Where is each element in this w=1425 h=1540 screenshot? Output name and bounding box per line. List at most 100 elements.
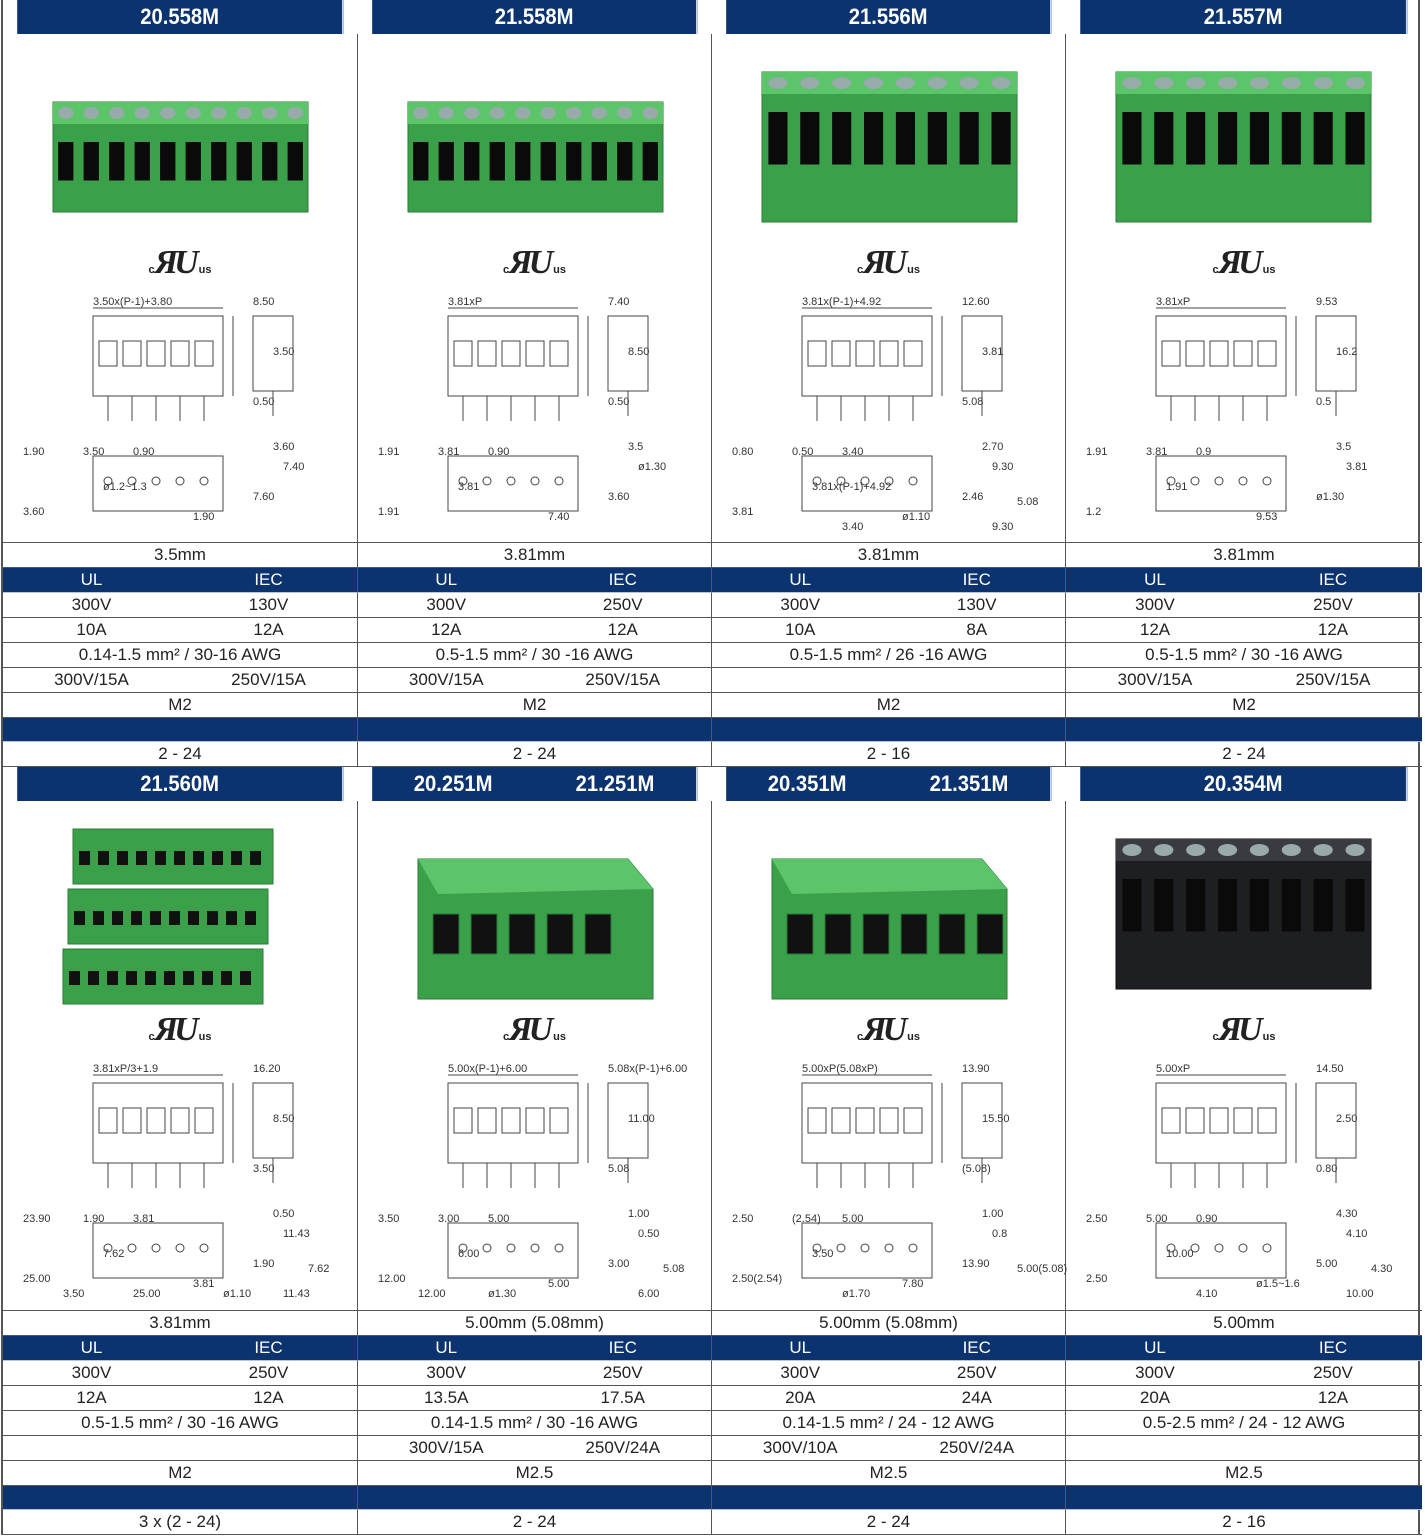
- voltage-row-left: 300V: [426, 1363, 467, 1382]
- pitch-row: 5.00mm (5.08mm): [358, 1311, 712, 1336]
- dimension-label: ø1.5~1.6: [1256, 1278, 1300, 1290]
- dimension-label: 6.00: [458, 1248, 480, 1260]
- model-header: 21.556M: [726, 0, 1052, 34]
- model-number: 21.351M: [929, 771, 1009, 796]
- dimension-label: 2.50: [1086, 1213, 1108, 1225]
- ul-iec-header-row-right: IEC: [1318, 1338, 1348, 1357]
- current-row-right: 12A: [253, 1388, 284, 1407]
- ul-iec-header-row-right: IEC: [962, 570, 991, 589]
- dimension-label: 3.60: [23, 506, 45, 518]
- dimension-label: 0.50: [792, 446, 814, 458]
- model-header: 21.557M: [1080, 0, 1408, 34]
- dimension-label: 1.00: [982, 1208, 1004, 1220]
- dimension-label: 1.90: [253, 1258, 275, 1270]
- ul-iec-header-row-left: UL: [789, 570, 812, 589]
- terminal-block-photo: [742, 52, 1037, 252]
- model-number: 20.351M: [767, 771, 847, 796]
- dimension-label: 0.9: [1196, 446, 1212, 458]
- dimension-label: 9.53: [1316, 296, 1338, 308]
- dimension-label: 5.08x(P-1)+6.00: [608, 1063, 688, 1075]
- ul-iec-header-row-left: UL: [435, 570, 458, 589]
- ul-iec-header-row-right: IEC: [608, 1338, 637, 1357]
- cert-c: c: [148, 264, 155, 276]
- model-header: 20.354M: [1080, 767, 1408, 801]
- voltage-row-left: 300V: [71, 595, 112, 614]
- cert-c: c: [148, 1031, 155, 1043]
- dimension-label: 8.50: [253, 296, 275, 308]
- pitch-row: 3.81mm: [358, 543, 712, 568]
- dimension-label: 0.50: [253, 396, 275, 408]
- blank-blue-row: [1066, 1486, 1422, 1510]
- rating-row-right: 250V/24A: [585, 1438, 661, 1457]
- ul-certification-logo: cЯUus: [1212, 244, 1276, 281]
- cert-us: us: [1262, 264, 1276, 276]
- blank-blue-row: [3, 718, 358, 742]
- dimension-label: 0.50: [608, 396, 630, 408]
- dimension-label: 3.50: [812, 1248, 834, 1260]
- dimension-label: 0.80: [1316, 1163, 1338, 1175]
- cert-c: c: [857, 1031, 864, 1043]
- dimension-label: 1.91: [378, 506, 400, 518]
- rating-row-left: 300V/10A: [762, 1438, 838, 1457]
- voltage-row-left: 300V: [780, 1363, 821, 1382]
- dimension-label: 0.50: [638, 1228, 660, 1240]
- dimension-label: 5.00: [1146, 1213, 1168, 1225]
- dimension-label: 3.81: [133, 1213, 155, 1225]
- dimension-label: 2.50(2.54): [732, 1273, 783, 1285]
- rating-row: [3, 1436, 358, 1461]
- dimension-label: 3.50: [83, 446, 105, 458]
- dimension-label: 7.62: [103, 1248, 125, 1260]
- terminal-block-photo: [388, 819, 683, 1019]
- blank-blue-row: [712, 718, 1066, 742]
- ul-certification-logo: cЯUus: [857, 1011, 920, 1048]
- dimension-label: 3.81x(P-1)+4.92: [802, 296, 882, 308]
- dimension-label: 7.80: [902, 1278, 924, 1290]
- model-number: 21.560M: [140, 771, 219, 796]
- blank-blue-row: [3, 1486, 358, 1510]
- dimension-label: 25.00: [133, 1288, 161, 1300]
- model-number: 21.251M: [575, 771, 655, 796]
- screw-row: M2: [1066, 693, 1422, 718]
- dimension-label: 11.43: [283, 1228, 310, 1240]
- wire-range-row: 0.5-1.5 mm² / 30 -16 AWG: [1066, 643, 1422, 668]
- poles-row: 2 - 24: [1066, 742, 1422, 767]
- dimension-label: 0.8: [992, 1228, 1008, 1240]
- current-row-left: 10A: [76, 620, 107, 639]
- ul-iec-header-row-left: UL: [789, 1338, 812, 1357]
- terminal-block-photo: [388, 52, 683, 252]
- poles-row: 2 - 16: [1066, 1510, 1422, 1535]
- dimension-label: 10.00: [1346, 1288, 1374, 1300]
- rating-row-left: 300V/15A: [408, 1438, 484, 1457]
- voltage-row-right: 250V: [602, 595, 643, 614]
- model-number: 21.557M: [1203, 4, 1283, 29]
- ul-iec-header-row-left: UL: [1144, 1338, 1166, 1357]
- cert-us: us: [198, 1031, 212, 1043]
- blank-blue-row: [358, 1486, 712, 1510]
- ul-iec-header-row-right: IEC: [254, 1338, 283, 1357]
- current-row-right: 12A: [607, 620, 638, 639]
- cert-c: c: [857, 264, 864, 276]
- dimension-label: 7.62: [308, 1263, 330, 1275]
- dimension-label: 5.08: [608, 1163, 630, 1175]
- screw-row: M2: [712, 693, 1066, 718]
- dimension-label: 2.50: [1086, 1273, 1108, 1285]
- terminal-block-photo: [1096, 819, 1391, 1019]
- dimension-label: 1.00: [628, 1208, 650, 1220]
- current-row-left: 20A: [1139, 1388, 1171, 1407]
- ul-iec-header-row-right: IEC: [962, 1338, 991, 1357]
- voltage-row-left: 300V: [780, 595, 821, 614]
